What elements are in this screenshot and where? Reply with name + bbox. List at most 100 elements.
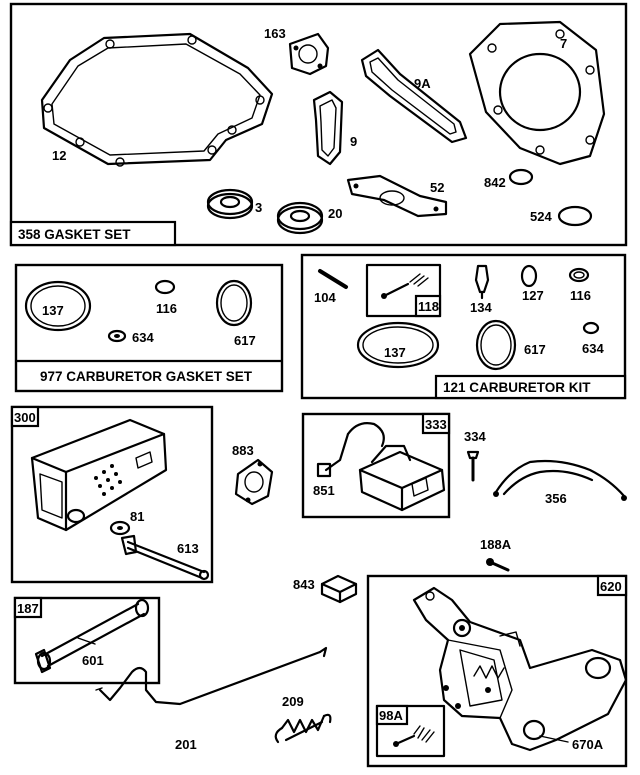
callout-843: 843 [293, 577, 315, 592]
muffler-panel: 300 81 613 [10, 405, 214, 584]
gasket-set-panel: 358 GASKET SET 12 163 9 9A [9, 2, 628, 247]
carb-kit-title: 121 CARBURETOR KIT [443, 380, 591, 395]
part-118-screw [381, 273, 429, 299]
callout-851: 851 [313, 483, 335, 498]
part-634-washer-a [107, 329, 127, 343]
callout-300: 300 [14, 410, 36, 425]
carb-kit-panel: 121 CARBURETOR KIT 104 118 134 127 116 1… [300, 253, 627, 400]
part-613-bolt [120, 534, 210, 581]
callout-52: 52 [430, 180, 444, 195]
callout-333: 333 [425, 417, 447, 432]
part-98a-box [375, 704, 446, 758]
callout-116-b: 116 [570, 288, 591, 303]
callout-300-box [10, 405, 40, 428]
callout-188a: 188A [480, 537, 512, 552]
callout-137-a: 137 [42, 303, 64, 318]
part-116-ring-a [154, 279, 176, 295]
callout-3: 3 [255, 200, 262, 215]
part-81-washer [109, 520, 131, 536]
callout-118: 118 [418, 299, 439, 314]
part-524-ring [557, 205, 593, 227]
callout-134: 134 [470, 300, 492, 315]
bracket-assembly-panel: 620 670A 98A [366, 574, 628, 768]
callout-601: 601 [82, 653, 104, 668]
callout-187-box [13, 596, 43, 619]
muffler-frame [10, 405, 214, 584]
callout-116-a: 116 [156, 301, 177, 316]
callout-333-box [421, 412, 451, 435]
callout-12: 12 [52, 148, 66, 163]
callout-613: 613 [177, 541, 199, 556]
callout-118-box [414, 294, 442, 318]
callout-98a: 98A [379, 708, 403, 723]
part-118-box [365, 263, 442, 318]
part-137-gasket-a [24, 280, 92, 332]
callout-104: 104 [314, 290, 336, 305]
part-188a-screw [486, 558, 510, 572]
callout-187: 187 [17, 601, 39, 616]
carb-gasket-set-title: 977 CARBURETOR GASKET SET [40, 369, 253, 384]
callout-620: 620 [600, 579, 622, 594]
part-116-ring-b [568, 267, 590, 283]
callout-524: 524 [530, 209, 552, 224]
part-883-gasket [234, 458, 274, 506]
callout-209: 209 [282, 694, 304, 709]
fuel-line-panel: 187 601 [13, 596, 161, 685]
callout-7: 7 [560, 36, 567, 51]
part-333-coil [316, 422, 446, 512]
callout-617-a: 617 [234, 333, 256, 348]
part-620-bracket [412, 586, 628, 752]
callout-20: 20 [328, 206, 342, 221]
part-356-wire [493, 459, 627, 501]
part-9-gasket [312, 90, 344, 166]
carb-kit-title-box [434, 374, 627, 400]
callout-137-b: 137 [384, 345, 406, 360]
part-127-ring [520, 264, 538, 288]
part-98a-screw [393, 725, 435, 747]
part-300-muffler [30, 418, 168, 532]
part-187-fuel-line [34, 598, 150, 674]
callout-634-a: 634 [132, 330, 154, 345]
part-134-needle [474, 264, 490, 300]
callout-163: 163 [264, 26, 286, 41]
fuel-line-frame [13, 596, 161, 685]
gasket-set-title-box [9, 220, 177, 247]
part-617-ring-b [475, 319, 517, 371]
part-842-ring [508, 168, 534, 186]
part-104-pin [318, 269, 348, 289]
part-634-washer-b [582, 321, 600, 335]
callout-620-box [596, 574, 628, 597]
part-163-gasket [288, 32, 330, 76]
bracket-assembly-frame [366, 574, 628, 768]
callout-883: 883 [232, 443, 254, 458]
gasket-set-frame [9, 2, 628, 247]
callout-9: 9 [350, 134, 357, 149]
part-7-head-gasket [468, 20, 606, 166]
callout-201: 201 [175, 737, 197, 752]
callout-9a: 9A [414, 76, 431, 91]
callout-617-b: 617 [524, 342, 546, 357]
callout-81: 81 [130, 509, 144, 524]
part-137-gasket-b [356, 321, 440, 369]
part-3-oil-seal [206, 188, 254, 220]
part-617-ring-a [215, 279, 253, 327]
callout-98a-box [375, 704, 409, 726]
ignition-coil-panel: 333 851 [301, 412, 451, 519]
part-20-oil-seal [276, 201, 324, 235]
callout-127: 127 [522, 288, 544, 303]
part-201-link [95, 646, 328, 706]
callout-670a: 670A [572, 737, 604, 752]
part-843-pad [320, 574, 358, 604]
callout-356: 356 [545, 491, 567, 506]
part-12-crankcase-gasket [40, 32, 274, 167]
part-52-gasket [346, 174, 448, 218]
gasket-set-title: 358 GASKET SET [18, 227, 131, 242]
carb-gasket-set-frame [14, 263, 284, 393]
callout-634-b: 634 [582, 341, 604, 356]
part-9a-gasket [360, 48, 468, 144]
carb-gasket-set-panel: 977 CARBURETOR GASKET SET 137 116 634 61… [14, 263, 284, 393]
callout-334: 334 [464, 429, 486, 444]
part-334-screw [466, 450, 480, 482]
part-209-spring [274, 713, 332, 744]
